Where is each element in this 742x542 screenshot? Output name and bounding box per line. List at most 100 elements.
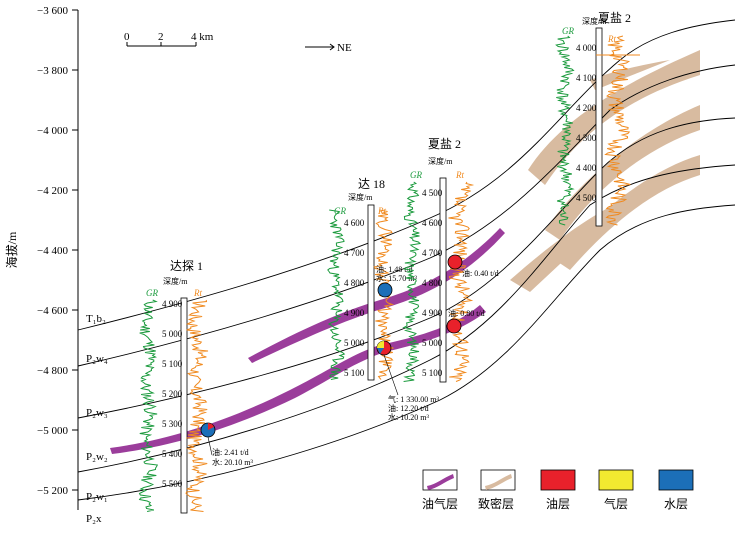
rt-label: Rt: [455, 170, 464, 180]
depth-track: [367, 204, 375, 381]
test-result: 水: 10.20 m³: [388, 412, 429, 422]
depth-tick-label: 4 600: [422, 218, 443, 228]
y-axis: −3 600 −3 800 −4 000 −4 200 −4 400 −4 60…: [4, 5, 79, 510]
legend-label: 气层: [604, 496, 628, 511]
water-layer-marker: [200, 422, 216, 438]
test-result: 油: 0.40 t/d: [462, 268, 499, 278]
depth-tick-label: 4 700: [422, 248, 443, 258]
rt-label: Rt: [193, 288, 202, 298]
depth-track: [439, 177, 447, 383]
depth-tick-label: 4 900: [344, 308, 365, 318]
legend-item-tight: 致密层: [478, 469, 516, 511]
depth-tick-label: 5 300: [162, 419, 183, 429]
gr-curve: [327, 209, 346, 380]
legend-item-gas: 气层: [598, 469, 634, 511]
depth-tick-label: 4 600: [344, 218, 365, 228]
gr-curve: [555, 35, 575, 226]
legend-label: 油层: [546, 497, 570, 511]
test-result: 油: 1.48 t/d: [376, 264, 413, 274]
depth-tick-label: 4 800: [422, 278, 443, 288]
well-name: 夏盐 2: [598, 11, 631, 25]
layer-label: P₂w₁: [86, 491, 108, 503]
well-xiayan-2-right: 夏盐 2 深度/m GR Rt 4 000 4 100 4 200 4 300 …: [555, 11, 640, 227]
depth-tick-label: 4 300: [576, 133, 597, 143]
depth-tick-label: 4 800: [344, 278, 365, 288]
depth-tick-label: 4 200: [576, 103, 597, 113]
test-result: 水: 20.10 m³: [212, 457, 253, 467]
depth-tick-label: 4 000: [576, 43, 597, 53]
y-axis-label: 海拔/m: [4, 231, 19, 268]
depth-tick-label: 5 200: [162, 389, 183, 399]
legend-label: 致密层: [478, 496, 514, 511]
rt-label: Rt: [377, 206, 386, 216]
legend-item-oil: 油层: [540, 469, 576, 511]
test-result: 油: 2.41 t/d: [212, 447, 249, 457]
layer-labels: T₁b₂ P₂w₄ P₂w₃ P₂w₂ P₂w₁ P₂x: [86, 313, 108, 525]
test-result: 油: 12.20 t/d: [388, 403, 429, 413]
gr-curve: [402, 181, 422, 382]
well-depth-header: 深度/m: [582, 16, 607, 26]
rt-curve: [604, 35, 631, 226]
scale-label: 4 km: [191, 31, 214, 43]
depth-tick-label: 5 100: [162, 359, 183, 369]
legend-label: 油气层: [422, 496, 458, 511]
scale-label: 2: [158, 31, 164, 43]
well-name: 达探 1: [170, 259, 203, 273]
layer-label: T₁b₂: [86, 313, 106, 325]
y-tick-label: −4 000: [37, 125, 68, 137]
gr-label: GR: [334, 206, 346, 216]
y-tick-label: −4 800: [37, 365, 68, 377]
legend-item-oil-gas: 油气层: [422, 469, 458, 511]
direction-arrow: NE: [305, 42, 352, 54]
oil-layer-marker: [376, 340, 392, 356]
depth-tick-label: 5 000: [422, 338, 443, 348]
depth-tick-label: 4 100: [576, 73, 597, 83]
legend-label: 水层: [664, 497, 688, 511]
depth-tick-label: 5 100: [422, 368, 443, 378]
depth-tick-label: 5 400: [162, 449, 183, 459]
rt-label: Rt: [607, 34, 616, 44]
direction-label: NE: [337, 42, 352, 54]
depth-track: [180, 297, 188, 514]
depth-ticks: 4 900 5 000 5 100 5 200 5 300 5 400 5 50…: [162, 299, 183, 489]
well-name: 达 18: [358, 177, 385, 191]
layer-label: P₂x: [86, 513, 102, 525]
gr-label: GR: [562, 26, 574, 36]
y-tick-label: −5 000: [37, 425, 68, 437]
y-tick-label: −3 600: [37, 5, 68, 17]
legend: 油气层 致密层 油层 气层 水层: [422, 469, 694, 511]
well-depth-header: 深度/m: [163, 276, 188, 286]
oil-layer-marker: [446, 318, 462, 334]
y-tick-label: −4 600: [37, 305, 68, 317]
scale-bar: 0 2 4 km: [124, 31, 214, 47]
tight-layers: [510, 50, 700, 292]
layer-boundaries: [77, 19, 736, 501]
depth-tick-label: 4 500: [576, 193, 597, 203]
rt-curve: [448, 181, 475, 382]
depth-tick-label: 5 100: [344, 368, 365, 378]
well-datan-1: 达探 1 深度/m GR Rt 4 900 5 000 5 100 5 200 …: [138, 259, 253, 514]
layer-label: P₂w₂: [86, 451, 108, 463]
well-depth-header: 深度/m: [348, 192, 373, 202]
depth-tick-label: 5 000: [344, 338, 365, 348]
rt-curve: [185, 299, 209, 512]
depth-ticks: 4 000 4 100 4 200 4 300 4 400 4 500: [576, 43, 597, 203]
y-tick-label: −4 400: [37, 245, 68, 257]
depth-tick-label: 5 000: [162, 329, 183, 339]
depth-track: [595, 27, 603, 227]
oil-gas-layers: [110, 228, 505, 454]
legend-item-water: 水层: [658, 469, 694, 511]
well-xiayan-2-middle: 夏盐 2 深度/m GR Rt 4 500 4 600 4 700 4 800 …: [402, 137, 499, 383]
y-tick-label: −4 200: [37, 185, 68, 197]
depth-tick-label: 4 900: [422, 308, 443, 318]
gr-label: GR: [410, 170, 422, 180]
depth-tick-label: 4 400: [576, 163, 597, 173]
y-tick-label: −3 800: [37, 65, 68, 77]
y-tick-label: −5 200: [37, 485, 68, 497]
scale-label: 0: [124, 31, 130, 43]
gr-curve: [138, 299, 159, 512]
oil-layer-marker: [447, 254, 463, 270]
depth-ticks: 4 500 4 600 4 700 4 800 4 900 5 000 5 10…: [422, 188, 443, 378]
